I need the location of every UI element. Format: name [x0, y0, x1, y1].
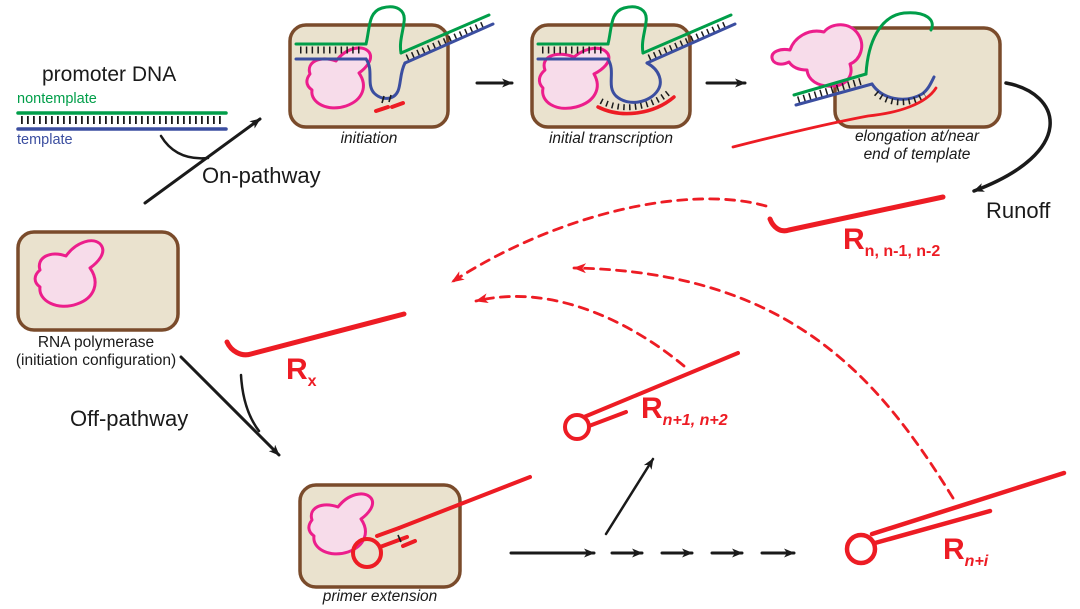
extension-step-arrows [509, 457, 796, 558]
promoter-dna-label: promoter DNA [42, 63, 177, 86]
product-runoff-rna [767, 194, 946, 234]
on-pathway-label: On-pathway [202, 163, 321, 188]
nontemplate-label: nontemplate [17, 91, 97, 107]
elongation-label-line2: end of template [863, 146, 971, 164]
product-rn12-label: Rn+1, n+2 [641, 394, 728, 429]
nascent-rna [596, 95, 676, 116]
hairpin-strand-upper [582, 351, 740, 419]
basepair-ticks [647, 21, 727, 62]
off-pathway-label: Off-pathway [70, 406, 189, 431]
off-pathway-arrow [179, 355, 281, 457]
extending-rna [397, 475, 532, 530]
promoter-dna-art [16, 111, 228, 131]
product-rx-sub: x [307, 373, 317, 390]
runoff-label: Runoff [986, 198, 1051, 223]
template-bubble [870, 75, 936, 101]
rna-polymerase-box [16, 230, 180, 332]
polymerase-blob [33, 239, 105, 308]
rna-hairpin-loop [844, 532, 878, 566]
polymerase-blob [305, 46, 373, 110]
elongation-label-line1: elongation at/near [854, 128, 980, 145]
polymerase-blob [307, 492, 375, 556]
product-rx-base: R [286, 353, 308, 386]
product-rx-label: Rx [286, 355, 317, 390]
product-rni-label: Rn+i [943, 535, 988, 570]
rna-dna-ticks [873, 90, 927, 106]
rna-hairpin-loop [563, 413, 591, 441]
rna-polymerase-label-line2: (initiation configuration) [15, 352, 177, 370]
product-rx-rna [224, 311, 407, 358]
hairpin-strand-upper [869, 470, 1067, 537]
hairpin-stem-lower [872, 508, 993, 546]
product-rni-base: R [943, 533, 965, 566]
pairing-ticks [381, 94, 392, 104]
template-bubble [606, 57, 662, 104]
basepair-ticks [405, 21, 485, 62]
upstream-template [794, 82, 874, 107]
rna-polymerase-label: RNA polymerase (initiation configuration… [2, 334, 190, 371]
product-rn12-base: R [641, 392, 663, 425]
elongation-label: elongation at/near end of template [822, 128, 1012, 165]
product-runoff-label: Rn, n-1, n-2 [843, 225, 940, 260]
recycle-arrow-from-rni [572, 263, 955, 500]
recycle-arrow-from-rn12 [474, 293, 686, 368]
off-pathway-join-hook [239, 373, 261, 433]
rna-hairpin-loop [351, 537, 383, 569]
downstream-template [645, 22, 737, 65]
on-pathway-line [143, 117, 262, 205]
product-rni [844, 470, 1067, 566]
pairing-tick [397, 534, 402, 543]
product-rn12 [563, 351, 740, 441]
primer-extension-label: primer extension [322, 588, 438, 605]
primer-dash [401, 539, 417, 548]
product-rn12-sub: n+1, n+2 [662, 412, 728, 429]
nascent-rna-tail [731, 86, 938, 149]
on-pathway-join-hook [159, 134, 210, 160]
upstream-nontemplate [792, 72, 868, 97]
off-pathway-line [179, 355, 281, 457]
rna-polymerase-label-line1: RNA polymerase [37, 334, 155, 351]
nascent-rna-dashes [374, 101, 405, 113]
hairpin-stem-lower [378, 535, 409, 549]
downstream-nontemplate [399, 13, 491, 55]
initial-transcription-label: initial transcription [548, 130, 674, 147]
recycling-dashed-arrows [450, 197, 955, 500]
hairpin-stem-upper [375, 526, 401, 538]
product-runoff-base: R [843, 223, 865, 256]
nontemplate-loop [364, 5, 406, 55]
initiation-label: initiation [340, 130, 398, 147]
on-pathway-arrow [143, 117, 262, 205]
polymerase-blob [770, 23, 864, 88]
elongation-box [731, 11, 1002, 149]
template-bubble [364, 57, 407, 100]
product-runoff-sub: n, n-1, n-2 [864, 243, 941, 260]
arrow-to-rn12 [604, 457, 655, 536]
downstream-template [403, 22, 495, 65]
primer-extension-box [298, 475, 532, 589]
product-rni-sub: n+i [964, 553, 989, 570]
nontemplate-loop [606, 5, 648, 55]
downstream-nontemplate [641, 13, 733, 55]
template-label: template [17, 132, 73, 148]
polymerase-blob [537, 46, 611, 110]
recycle-arrow-from-runoff [450, 197, 768, 284]
initiation-box [288, 5, 495, 129]
rna-dna-ticks [599, 90, 670, 111]
hairpin-stem-lower [587, 410, 628, 428]
initial-transcription-box [530, 5, 737, 129]
nontemplate-loop [864, 11, 934, 76]
runoff-arrow [972, 81, 1052, 193]
